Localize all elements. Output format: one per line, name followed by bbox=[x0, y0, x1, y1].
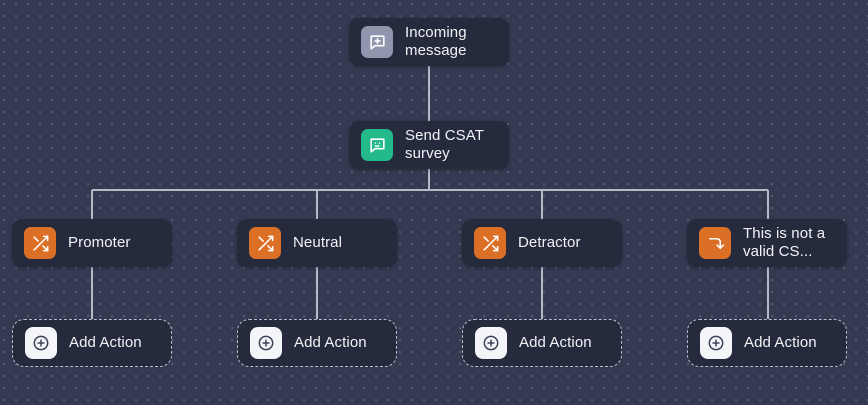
node-label: Promoter bbox=[68, 234, 131, 251]
node-branch-detractor[interactable]: Detractor bbox=[462, 219, 622, 267]
corner-down-arrow-icon bbox=[699, 227, 731, 259]
node-add-action-1[interactable]: Add Action bbox=[237, 319, 397, 367]
chat-plus-icon bbox=[361, 26, 393, 58]
node-label: Add Action bbox=[294, 334, 367, 351]
node-label: Send CSAT survey bbox=[405, 127, 484, 162]
plus-circle-icon bbox=[475, 327, 507, 359]
plus-circle-icon bbox=[250, 327, 282, 359]
node-branch-promoter[interactable]: Promoter bbox=[12, 219, 172, 267]
node-label: Add Action bbox=[744, 334, 817, 351]
plus-circle-icon bbox=[700, 327, 732, 359]
node-label: Add Action bbox=[519, 334, 592, 351]
node-label: Neutral bbox=[293, 234, 343, 251]
chat-smiley-icon bbox=[361, 129, 393, 161]
node-branch-fallback[interactable]: This is not a valid CS... bbox=[687, 219, 847, 267]
node-add-action-0[interactable]: Add Action bbox=[12, 319, 172, 367]
node-label: Incoming message bbox=[405, 24, 467, 59]
shuffle-icon bbox=[249, 227, 281, 259]
node-label: Add Action bbox=[69, 334, 142, 351]
shuffle-icon bbox=[24, 227, 56, 259]
node-send-csat-survey[interactable]: Send CSAT survey bbox=[349, 121, 509, 169]
node-add-action-3[interactable]: Add Action bbox=[687, 319, 847, 367]
node-incoming-message[interactable]: Incoming message bbox=[349, 18, 509, 66]
node-branch-neutral[interactable]: Neutral bbox=[237, 219, 397, 267]
node-label: This is not a valid CS... bbox=[743, 225, 826, 260]
shuffle-icon bbox=[474, 227, 506, 259]
node-label: Detractor bbox=[518, 234, 581, 251]
node-add-action-2[interactable]: Add Action bbox=[462, 319, 622, 367]
plus-circle-icon bbox=[25, 327, 57, 359]
